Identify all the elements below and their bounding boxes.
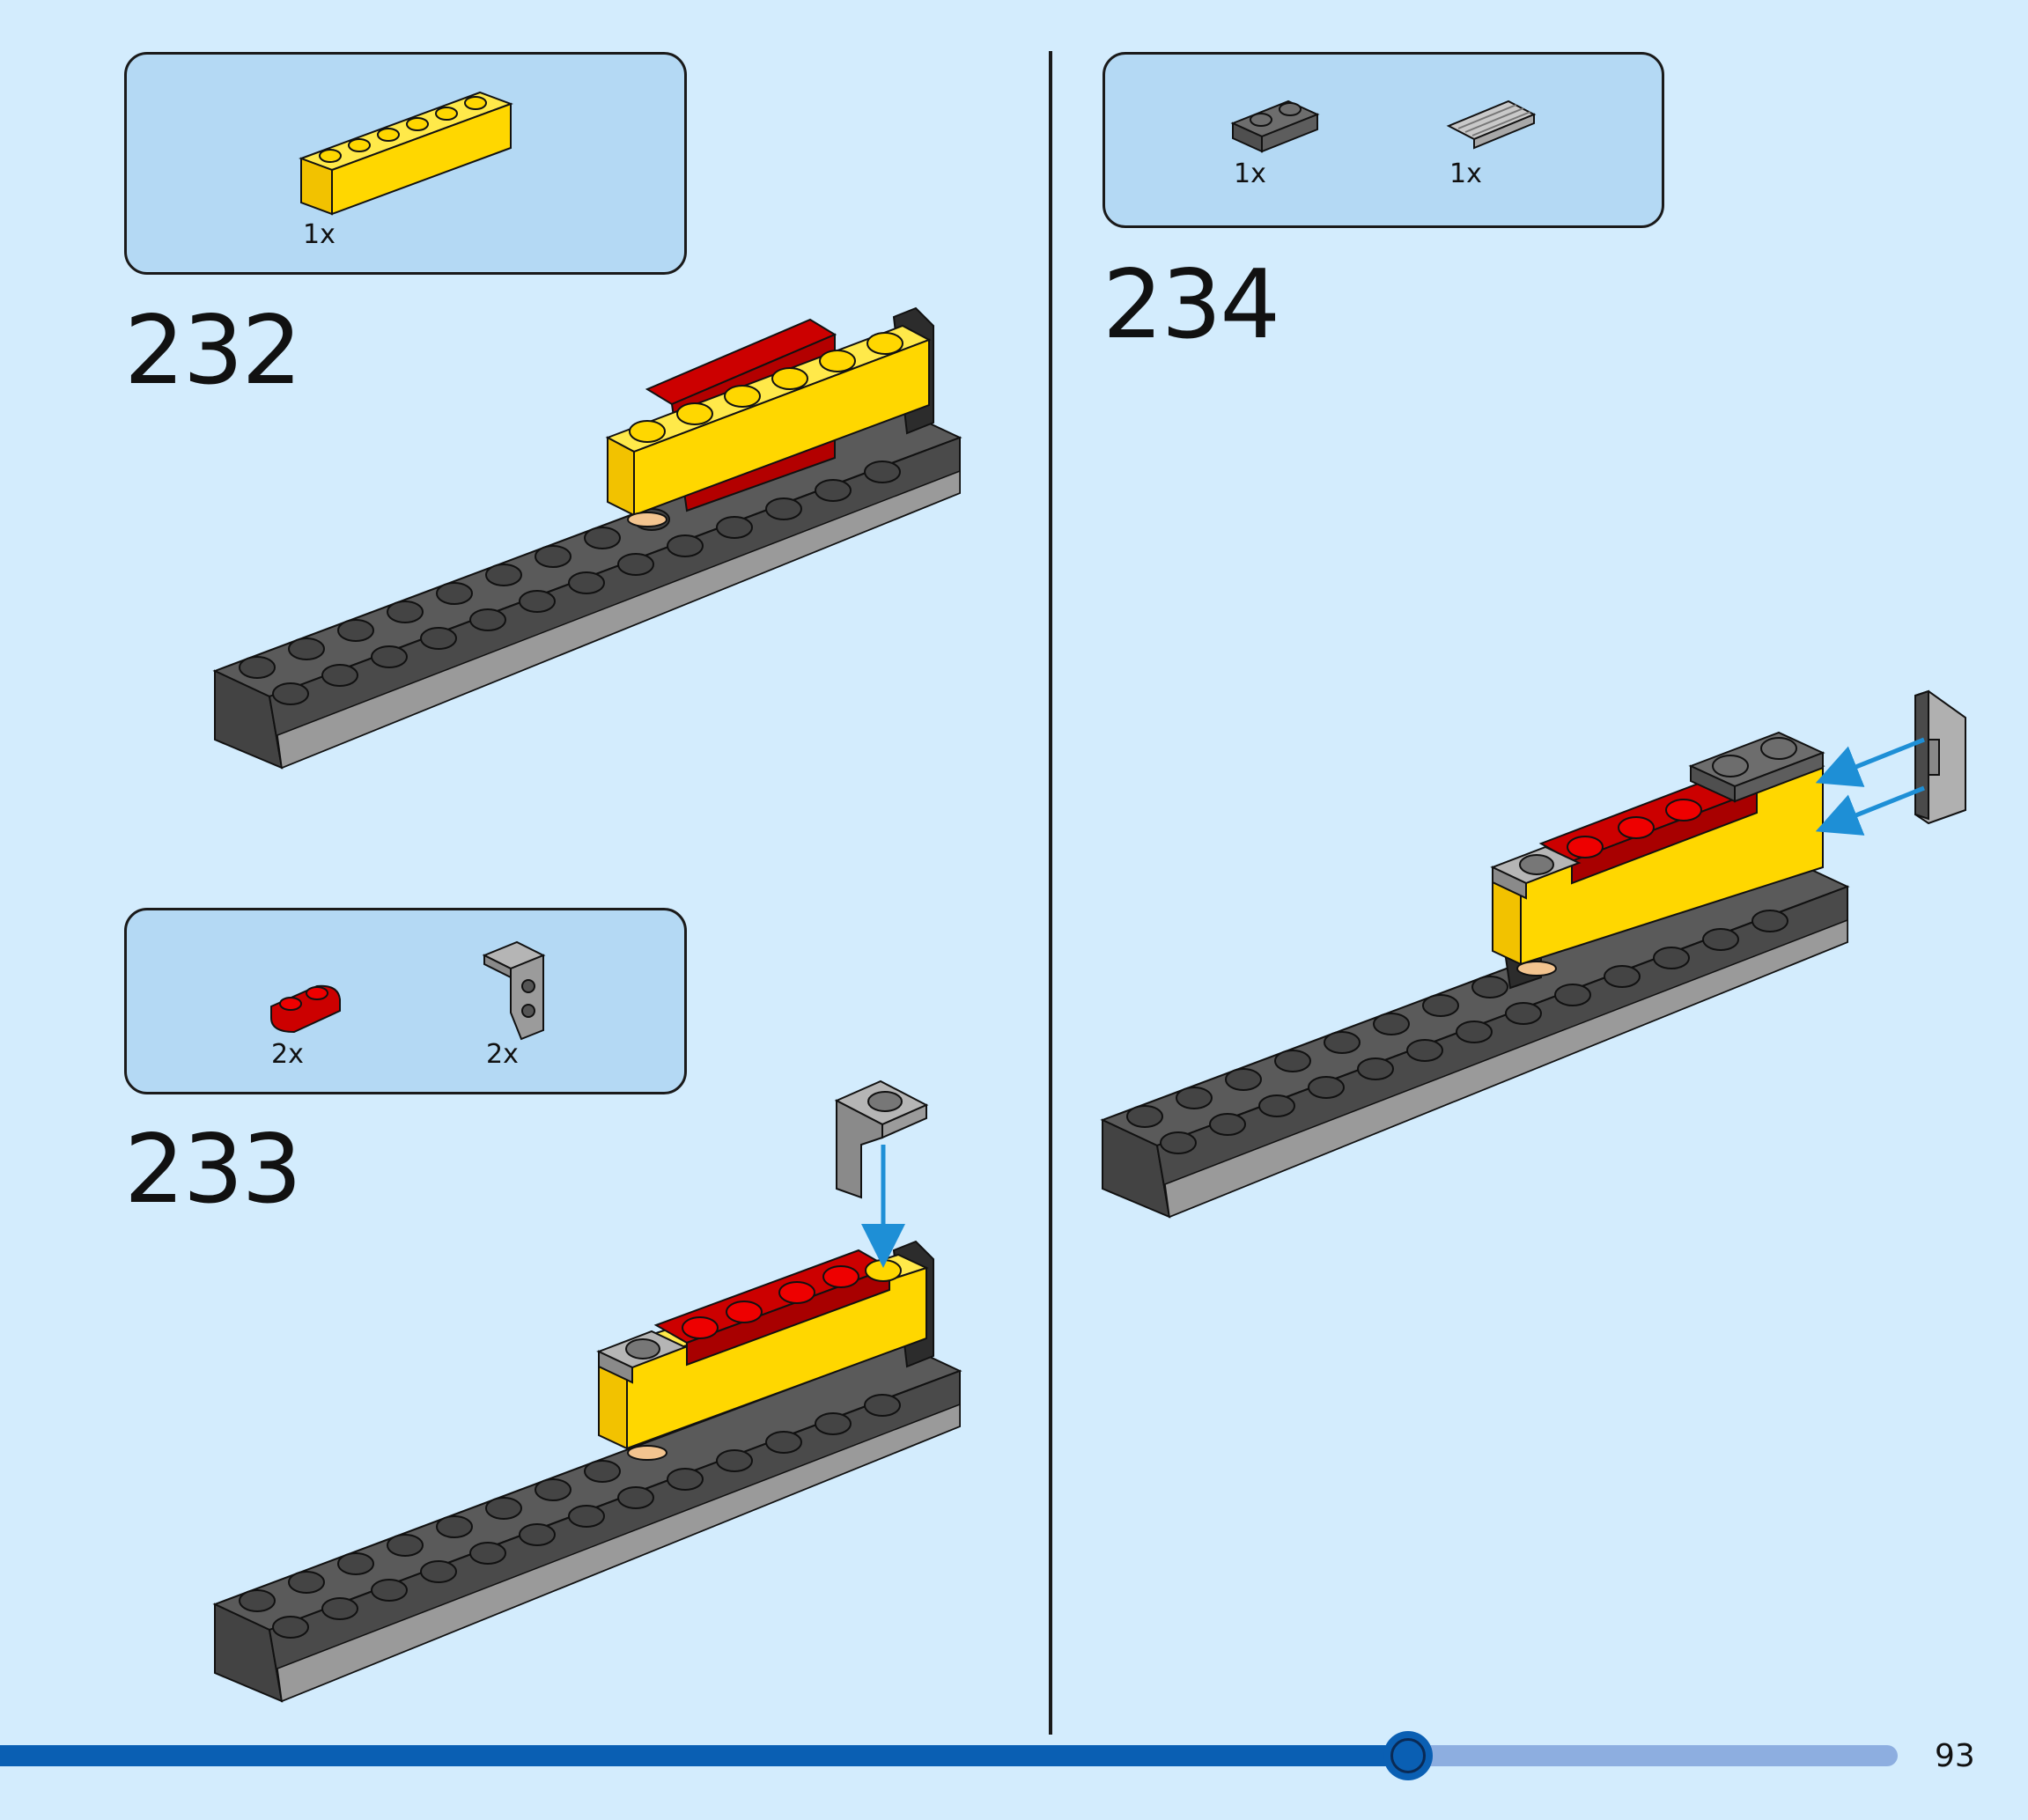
build-illustrations [0,0,2028,1726]
progress-fill [0,1745,1408,1766]
step-233-model [215,1081,960,1701]
step-232-model [215,308,960,768]
yellow-brick-part-icon [301,92,511,214]
dark-grey-plate-part-icon [1233,101,1317,151]
grey-grille-tile-part-icon [1449,101,1534,148]
page-number: 93 [1935,1738,1975,1774]
progress-knob [1383,1731,1433,1780]
red-plate-part-icon [271,986,340,1032]
grey-bracket-part-icon [484,942,543,1039]
step-234-model [1102,691,1965,1217]
